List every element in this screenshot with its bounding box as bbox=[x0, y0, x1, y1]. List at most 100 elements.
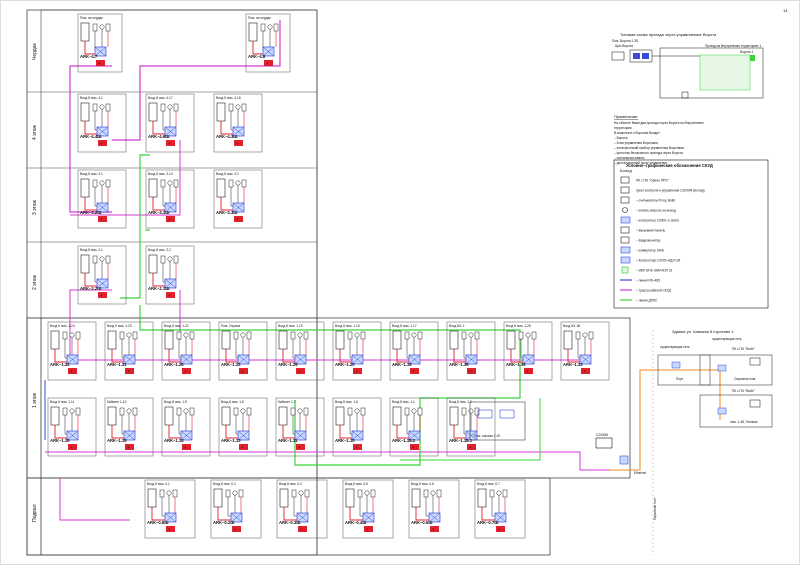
panel-title: Вход 8 пом. 1-2 bbox=[449, 400, 472, 404]
reader-icon bbox=[176, 331, 182, 340]
power-supply-icon bbox=[182, 444, 191, 450]
power-sign: + bbox=[98, 61, 101, 66]
panel-id: ARK–1.16 bbox=[50, 438, 70, 443]
button-icon bbox=[69, 408, 75, 414]
door-icon bbox=[80, 102, 90, 122]
power-sign: + bbox=[469, 369, 472, 374]
controller-panel: Вход 8 пом. 2-1+ARK–2.2Ш bbox=[77, 245, 127, 305]
door-icon bbox=[148, 254, 158, 274]
power-supply-icon bbox=[430, 526, 439, 532]
panel-id: ARK–0.7Ш bbox=[477, 520, 498, 525]
legend-item-label: – кнопка запроса на выход bbox=[636, 209, 676, 213]
door-icon bbox=[216, 102, 226, 122]
button-icon bbox=[232, 490, 238, 496]
door-icon bbox=[278, 330, 288, 350]
power-supply-icon bbox=[98, 292, 107, 298]
panel-id: ARK–1.33 bbox=[563, 362, 583, 367]
pc-icon bbox=[620, 176, 630, 184]
panel-id: ARK–1.31 bbox=[107, 362, 127, 367]
monitor-icon bbox=[620, 236, 630, 244]
panel-title: Вход 8 пом. 1-15 bbox=[335, 324, 360, 328]
controller-panel: Вход 8 пом. 0-5+ARK–0.4Ш bbox=[342, 479, 394, 539]
reader-icon bbox=[228, 179, 234, 188]
door-icon bbox=[449, 406, 459, 426]
power-supply-icon bbox=[166, 292, 175, 298]
reader-icon bbox=[360, 331, 366, 340]
reader-icon bbox=[189, 331, 195, 340]
controller-panel: Пом. на чердак +ARK–4.7 bbox=[77, 13, 123, 73]
panel-title: Вход 8 пом. 2-2 bbox=[148, 248, 171, 252]
button-icon bbox=[354, 408, 360, 414]
controller-panel: Вход 8 пом. 1-11+ARK–1.16 bbox=[47, 397, 97, 457]
reader-icon bbox=[173, 255, 179, 264]
reader-icon bbox=[62, 331, 68, 340]
power-sign: + bbox=[236, 217, 239, 222]
legend-item: – линия ДПЛС bbox=[620, 299, 658, 303]
panel-title: Вход 5 пом. 1-23 bbox=[107, 324, 132, 328]
door-icon bbox=[164, 406, 174, 426]
power-sign: + bbox=[583, 369, 586, 374]
notes-line: – Ворота; bbox=[614, 136, 628, 140]
door-icon bbox=[216, 178, 226, 198]
reader-icon bbox=[273, 23, 279, 32]
controller-panel: Вход 8 пом. 3-1+ARK–3.2Ш bbox=[77, 169, 127, 229]
panel-title: Вход 5 пом. 4-18 bbox=[216, 96, 241, 100]
ups-icon bbox=[621, 266, 629, 274]
panel-id: ARK–1.18.2 bbox=[392, 438, 416, 443]
panel-title: Вход 8 пом. 3-14 bbox=[148, 172, 173, 176]
notes-block: Примечание:На объекте Вами два проезда ч… bbox=[614, 114, 704, 165]
button-icon bbox=[411, 332, 417, 338]
power-sign: + bbox=[241, 445, 244, 450]
panel-title: Кабинет 1-10 bbox=[107, 400, 127, 404]
reader-icon bbox=[160, 255, 166, 264]
panel-id: ARK–1.13 bbox=[221, 438, 241, 443]
button-icon bbox=[354, 332, 360, 338]
reader-icon bbox=[92, 255, 98, 264]
button-icon bbox=[167, 256, 173, 262]
power-sign: + bbox=[241, 369, 244, 374]
panel-id: ARK–4.7 bbox=[80, 54, 98, 59]
controller-panel: Вход 8 пом. 1-2+ARK–1.18.1 bbox=[446, 397, 496, 457]
network-scheme: Здание ул. Камская 8 строение 1 существу… bbox=[657, 329, 773, 428]
notes-line: – электрический прибор управления Ворота… bbox=[614, 146, 685, 150]
reader-icon bbox=[92, 23, 98, 32]
reader-icon bbox=[370, 489, 376, 498]
button-icon bbox=[126, 332, 132, 338]
gate-scheme: Типовая схема проезда через управляемые … bbox=[611, 32, 764, 99]
gate-sub3: Проезд на Внутреннюю территорию 1 bbox=[705, 44, 761, 48]
button-icon bbox=[240, 332, 246, 338]
power-sign: + bbox=[526, 369, 529, 374]
kdl-icon bbox=[620, 256, 631, 264]
reader-icon bbox=[233, 407, 239, 416]
reader-icon bbox=[461, 331, 467, 340]
panel-id: ARK–1.26 bbox=[164, 362, 184, 367]
controller-panel: Пом. Охрана+ARK–1.22 bbox=[218, 321, 268, 381]
reader-icon bbox=[173, 103, 179, 112]
controller-panel: Вход 8 пом. 0-3+ARK–0.3Ш bbox=[276, 479, 328, 539]
power-sign: + bbox=[168, 217, 171, 222]
power-supply-icon bbox=[524, 368, 533, 374]
panel-title: Пом. на чердак bbox=[80, 16, 103, 20]
door-icon bbox=[148, 102, 158, 122]
power-supply-icon bbox=[581, 368, 590, 374]
net-label-2: ПК с ПО "Bolid" bbox=[732, 347, 755, 351]
button-icon bbox=[430, 490, 436, 496]
button-icon bbox=[69, 332, 75, 338]
power-supply-icon bbox=[496, 526, 505, 532]
button-icon bbox=[298, 490, 304, 496]
legend-item-label: – Видеомонитор bbox=[636, 239, 661, 243]
reader-icon bbox=[105, 103, 111, 112]
button-icon bbox=[297, 332, 303, 338]
panel-title: Кабинет 1-7 bbox=[278, 400, 296, 404]
reader-icon bbox=[575, 331, 581, 340]
power-sign: + bbox=[100, 141, 103, 146]
reader-icon bbox=[176, 407, 182, 416]
controller-panel: Кабинет 1-10+ARK–1.15 bbox=[104, 397, 154, 457]
door-icon bbox=[148, 178, 158, 198]
button-icon bbox=[167, 104, 173, 110]
controller-panel: Вход 5 пом. 1-23+ARK–1.31 bbox=[104, 321, 154, 381]
cable-routes bbox=[44, 20, 721, 521]
button-icon bbox=[525, 332, 531, 338]
panel-id: ARK–1.25 bbox=[278, 362, 298, 367]
